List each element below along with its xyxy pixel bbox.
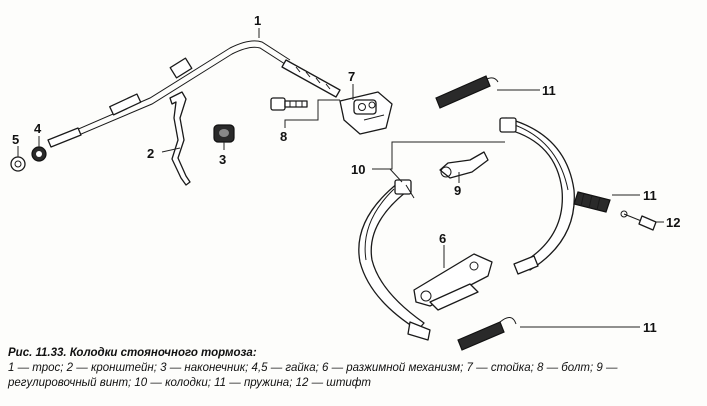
spring-part-11-middle <box>573 191 611 213</box>
end-fitting-part-3 <box>213 124 235 143</box>
brake-shoe-left-part-10 <box>358 179 431 341</box>
spring-part-11-bottom <box>457 317 517 351</box>
callout-4: 4 <box>34 121 42 136</box>
bolt-part-8 <box>270 97 308 111</box>
callout-6: 6 <box>439 231 446 246</box>
spring-part-11-top <box>435 75 499 109</box>
callout-8: 8 <box>280 129 287 144</box>
nut-part-4 <box>31 146 47 162</box>
callout-7: 7 <box>348 69 355 84</box>
callout-3: 3 <box>219 152 226 167</box>
pin-part-12 <box>620 210 657 231</box>
callout-2: 2 <box>147 146 154 161</box>
callout-5: 5 <box>12 132 19 147</box>
callout-1: 1 <box>254 13 261 28</box>
nut-part-5 <box>10 156 26 172</box>
callout-11-bottom: 11 <box>643 320 657 335</box>
brake-shoe-right-part-10 <box>499 117 575 275</box>
callout-11-top: 11 <box>542 83 556 98</box>
post-part-7 <box>339 91 393 135</box>
callout-9: 9 <box>454 183 461 198</box>
callout-10: 10 <box>351 162 365 177</box>
callout-labels: 1 2 3 4 5 6 7 8 9 10 11 11 12 11 <box>12 13 680 335</box>
caption-legend: 1 — трос; 2 — кронштейн; 3 — наконечник;… <box>8 362 618 389</box>
callout-12: 12 <box>666 215 680 230</box>
figure-caption: Рис. 11.33. Колодки стояночного тормоза:… <box>8 346 704 391</box>
bracket-part-2 <box>169 91 191 186</box>
caption-title: Рис. 11.33. Колодки стояночного тормоза: <box>8 347 257 359</box>
cable-part-1 <box>47 40 341 148</box>
leader-lines <box>17 28 664 328</box>
callout-11-middle: 11 <box>643 188 657 203</box>
expander-part-6 <box>413 253 493 311</box>
adjusting-screw-part-9 <box>439 151 489 179</box>
